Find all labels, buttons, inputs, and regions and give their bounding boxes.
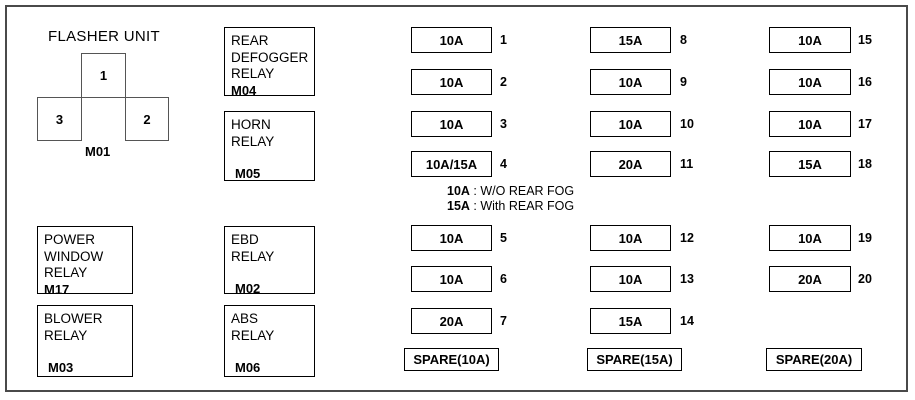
relay-line: DEFOGGER (231, 49, 309, 65)
relay-power-window[interactable]: POWER WINDOW RELAY M17 (37, 226, 133, 297)
fuse-5[interactable]: 10A (411, 225, 492, 251)
diagram-frame (5, 5, 908, 392)
fuse-index-5: 5 (500, 231, 507, 245)
fuse-20[interactable]: 20A (769, 266, 851, 292)
fuse-index-3: 3 (500, 117, 507, 131)
fuse-16[interactable]: 10A (769, 69, 851, 95)
relay-rear-defogger[interactable]: REAR DEFOGGER RELAY M04 (224, 27, 315, 98)
note-rating-1: 10A (447, 184, 470, 198)
fuse-8[interactable]: 15A (590, 27, 671, 53)
relay-line: RELAY (44, 265, 88, 280)
spare-fuse-1[interactable]: SPARE(10A) (404, 348, 499, 371)
fuse-index-16: 16 (858, 75, 872, 89)
relay-ebd[interactable]: EBD RELAY M02 (224, 226, 315, 296)
spare-fuse-2[interactable]: SPARE(15A) (587, 348, 682, 371)
relay-line: EBD (231, 232, 259, 247)
fuse-15[interactable]: 10A (769, 27, 851, 53)
fuse-18[interactable]: 15A (769, 151, 851, 177)
relay-code: M04 (231, 82, 257, 98)
fuse-index-8: 8 (680, 33, 687, 47)
fuse-14[interactable]: 15A (590, 308, 671, 334)
note-text-1: : W/O REAR FOG (469, 184, 575, 198)
relay-line: WINDOW (44, 248, 104, 264)
relay-spacer (231, 150, 314, 166)
fuse-index-12: 12 (680, 231, 694, 245)
fuse-2[interactable]: 10A (411, 69, 492, 95)
relay-line: HORN (231, 117, 271, 132)
relay-code: M05 (235, 166, 261, 181)
fuse-11[interactable]: 20A (590, 151, 671, 177)
fuse-index-4: 4 (500, 157, 507, 171)
note-text-2: : With REAR FOG (469, 198, 575, 213)
fuse-index-6: 6 (500, 272, 507, 286)
fuse-index-10: 10 (680, 117, 694, 131)
fuse-index-17: 17 (858, 117, 872, 131)
relay-line: RELAY (231, 327, 275, 343)
fuse-index-11: 11 (680, 157, 694, 171)
fuse-6[interactable]: 10A (411, 266, 492, 292)
fuse-index-13: 13 (680, 272, 694, 286)
relay-blower[interactable]: BLOWER RELAY M03 (37, 305, 133, 377)
fuse-index-7: 7 (500, 314, 507, 328)
relay-horn[interactable]: HORN RELAY M05 (224, 111, 315, 181)
fuse-index-18: 18 (858, 157, 872, 171)
relay-spacer (231, 265, 314, 281)
note-rating-2: 15A (447, 198, 470, 213)
fuse-index-2: 2 (500, 75, 507, 89)
relay-line: RELAY (231, 133, 275, 149)
fuse-index-20: 20 (858, 272, 872, 286)
flasher-terminal-2[interactable]: 2 (125, 97, 169, 141)
fuse-17[interactable]: 10A (769, 111, 851, 137)
fuse-index-15: 15 (858, 33, 872, 47)
fuse-index-19: 19 (858, 231, 872, 245)
relay-line: RELAY (44, 327, 88, 343)
flasher-unit-title: FLASHER UNIT (48, 28, 160, 45)
relay-code: M06 (235, 360, 261, 375)
relay-line: REAR (231, 33, 269, 48)
fuse-13[interactable]: 10A (590, 266, 671, 292)
relay-line: RELAY (231, 66, 275, 81)
fuse-3[interactable]: 10A (411, 111, 492, 137)
fuse-9[interactable]: 10A (590, 69, 671, 95)
fuse-19[interactable]: 10A (769, 225, 851, 251)
flasher-unit-code: M01 (85, 144, 111, 159)
fuse-10[interactable]: 10A (590, 111, 671, 137)
relay-code: M17 (44, 281, 70, 297)
rear-fog-note: 10A : W/O REAR FOG 15A : With REAR FOG (447, 184, 574, 213)
spare-fuse-3[interactable]: SPARE(20A) (766, 348, 862, 371)
flasher-terminal-3[interactable]: 3 (37, 97, 82, 141)
relay-spacer (44, 344, 132, 360)
fuse-index-1: 1 (500, 33, 507, 47)
fuse-index-14: 14 (680, 314, 694, 328)
fuse-7[interactable]: 20A (411, 308, 492, 334)
fuse-12[interactable]: 10A (590, 225, 671, 251)
relay-line: POWER (44, 232, 96, 247)
relay-line: RELAY (231, 248, 275, 264)
relay-abs[interactable]: ABS RELAY M06 (224, 305, 315, 377)
fuse-index-9: 9 (680, 75, 687, 89)
relay-spacer (231, 344, 314, 360)
flasher-terminal-1[interactable]: 1 (81, 53, 126, 98)
relay-code: M02 (235, 281, 261, 296)
fuse-1[interactable]: 10A (411, 27, 492, 53)
relay-line: BLOWER (44, 311, 103, 326)
relay-line: ABS (231, 311, 259, 326)
relay-code: M03 (48, 360, 74, 375)
fuse-4[interactable]: 10A/15A (411, 151, 492, 177)
